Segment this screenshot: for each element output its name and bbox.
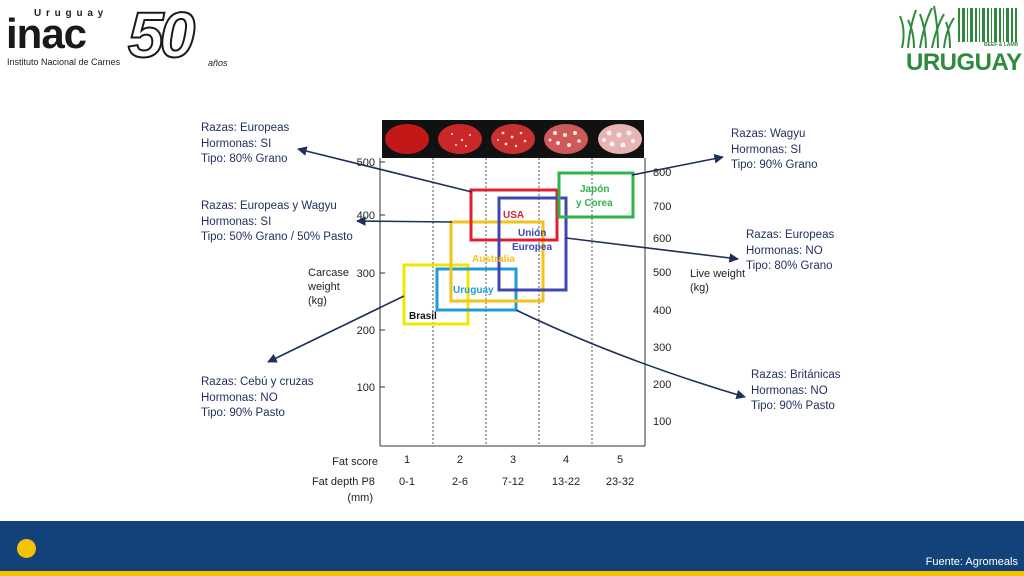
australia-box bbox=[449, 220, 545, 303]
australia-label: Australia bbox=[472, 254, 515, 265]
right-axis-title-line: Live weight bbox=[690, 268, 745, 280]
uruguay-label: Uruguay bbox=[453, 285, 494, 296]
footer-accent-line bbox=[0, 571, 1024, 576]
arrow-union-europea bbox=[565, 237, 739, 263]
note-line: Tipo: 90% Grano bbox=[731, 159, 818, 171]
note-line: Hormonas: SI bbox=[731, 143, 802, 156]
marbling-image-5 bbox=[598, 124, 642, 154]
arrow-uruguay bbox=[515, 309, 746, 400]
union-europea-label-line: Unión bbox=[518, 228, 546, 239]
note-line: Razas: Británicas bbox=[751, 369, 841, 381]
right-tick-label: 200 bbox=[653, 379, 671, 391]
arrow-japon bbox=[631, 153, 724, 176]
fat-depth-value: 0-1 bbox=[399, 476, 415, 488]
left-tick-label: 300 bbox=[357, 268, 375, 280]
note-line: Hormonas: NO bbox=[746, 244, 823, 257]
beef-market-diagram: 100 200 300 400 500 Carcase weight (kg) … bbox=[267, 120, 748, 504]
source-credit: Fuente: Agromeals bbox=[925, 556, 1018, 568]
right-axis-title: Live weight (kg) bbox=[690, 268, 748, 294]
right-axis-title-line: (kg) bbox=[690, 282, 709, 294]
brasil-box bbox=[402, 263, 470, 326]
left-axis-title-line: weight bbox=[307, 281, 340, 293]
footer-bar bbox=[0, 521, 1024, 576]
japon-corea-label: Japón y Corea bbox=[576, 184, 613, 209]
note-line: Tipo: 90% Pasto bbox=[751, 400, 835, 412]
fat-depth-label-line: Fat depth P8 bbox=[312, 476, 375, 488]
fat-score-value: 1 bbox=[404, 454, 410, 466]
marbling-image-4 bbox=[544, 124, 588, 154]
inac-logo: U r u g u a y inac Instituto Nacional de… bbox=[6, 0, 236, 71]
union-europea-label-line: Europea bbox=[512, 242, 552, 253]
left-axis-title-line: (kg) bbox=[308, 295, 327, 307]
arrow-australia bbox=[356, 216, 453, 226]
japon-corea-label-line: y Corea bbox=[576, 198, 613, 209]
left-axis-title-line: Carcase bbox=[308, 267, 349, 279]
marbling-image-1 bbox=[385, 124, 429, 154]
note-usa: Razas: Europeas Hormonas: SI Tipo: 80% G… bbox=[201, 121, 289, 168]
right-tick-label: 400 bbox=[653, 305, 671, 317]
right-tick-label: 100 bbox=[653, 416, 671, 428]
note-line: Hormonas: NO bbox=[751, 384, 828, 397]
marbling-image-2 bbox=[438, 124, 482, 154]
union-europea-box bbox=[497, 196, 568, 292]
note-line: Hormonas: SI bbox=[201, 137, 272, 150]
fat-score-label: Fat score bbox=[332, 456, 378, 468]
usa-label: USA bbox=[503, 210, 524, 221]
note-australia: Razas: Europeas y Wagyu Hormonas: SI Tip… bbox=[201, 199, 353, 246]
right-tick-label: 600 bbox=[653, 233, 671, 245]
left-tick-label: 400 bbox=[357, 210, 375, 222]
uruguay-logo-wordmark: URUGUAY bbox=[906, 49, 1022, 76]
fat-depth-value: 23-32 bbox=[606, 476, 634, 488]
inac-subtitle: Instituto Nacional de Carnes bbox=[7, 57, 121, 67]
fat-score-value: 4 bbox=[563, 454, 569, 466]
note-line: Razas: Europeas y Wagyu bbox=[201, 200, 337, 212]
note-line: Razas: Europeas bbox=[201, 122, 290, 134]
note-line: Razas: Cebú y cruzas bbox=[201, 376, 314, 388]
left-tick-label: 200 bbox=[357, 325, 375, 337]
note-japon-corea: Razas: Wagyu Hormonas: SI Tipo: 90% Gran… bbox=[731, 127, 818, 174]
fat-score-value: 3 bbox=[510, 454, 516, 466]
arrow-brasil bbox=[267, 295, 405, 363]
right-tick-label: 700 bbox=[653, 201, 671, 213]
uruguay-logo: BEEF & LAMB URUGUAY bbox=[896, 2, 1022, 76]
inac-brand-text: inac bbox=[6, 10, 87, 57]
anniversary-word: años bbox=[208, 58, 228, 68]
fat-depth-label-line: (mm) bbox=[347, 492, 373, 504]
left-tick-label: 500 bbox=[357, 157, 375, 169]
fat-depth-label: Fat depth P8 (mm) bbox=[312, 476, 378, 504]
inac-country-label: U r u g u a y bbox=[34, 8, 105, 19]
fat-score-value: 5 bbox=[617, 454, 623, 466]
note-uruguay: Razas: Británicas Hormonas: NO Tipo: 90%… bbox=[751, 368, 840, 415]
marbling-image-3 bbox=[491, 124, 535, 154]
note-brasil: Razas: Cebú y cruzas Hormonas: NO Tipo: … bbox=[201, 375, 314, 422]
fat-score-value: 2 bbox=[457, 454, 463, 466]
note-line: Razas: Europeas bbox=[746, 229, 835, 241]
japon-corea-box bbox=[557, 171, 635, 219]
note-line: Tipo: 50% Grano / 50% Pasto bbox=[201, 231, 353, 243]
note-line: Hormonas: NO bbox=[201, 391, 278, 404]
japon-corea-label-line: Japón bbox=[580, 184, 609, 195]
brasil-label: Brasil bbox=[409, 311, 437, 322]
anniversary-50-mark: 50 bbox=[127, 0, 196, 71]
union-europea-label: Unión Europea bbox=[512, 228, 552, 253]
note-line: Tipo: 80% Grano bbox=[201, 153, 288, 165]
left-tick-label: 100 bbox=[357, 382, 375, 394]
note-line: Razas: Wagyu bbox=[731, 128, 806, 140]
note-line: Tipo: 90% Pasto bbox=[201, 407, 285, 419]
note-line: Tipo: 80% Grano bbox=[746, 260, 833, 272]
fat-depth-value: 13-22 bbox=[552, 476, 580, 488]
note-union-europea: Razas: Europeas Hormonas: NO Tipo: 80% G… bbox=[746, 228, 834, 275]
fat-depth-value: 2-6 bbox=[452, 476, 468, 488]
right-tick-label: 500 bbox=[653, 267, 671, 279]
left-axis-title: Carcase weight (kg) bbox=[307, 267, 352, 307]
note-line: Hormonas: SI bbox=[201, 215, 272, 228]
arrow-usa bbox=[297, 146, 473, 193]
grass-barcode-icon bbox=[899, 5, 1017, 48]
uruguay-logo-tagline: BEEF & LAMB bbox=[984, 42, 1019, 48]
fat-depth-value: 7-12 bbox=[502, 476, 524, 488]
right-tick-label: 300 bbox=[653, 342, 671, 354]
usa-box bbox=[469, 188, 559, 242]
footer-bullet-icon bbox=[17, 539, 36, 558]
